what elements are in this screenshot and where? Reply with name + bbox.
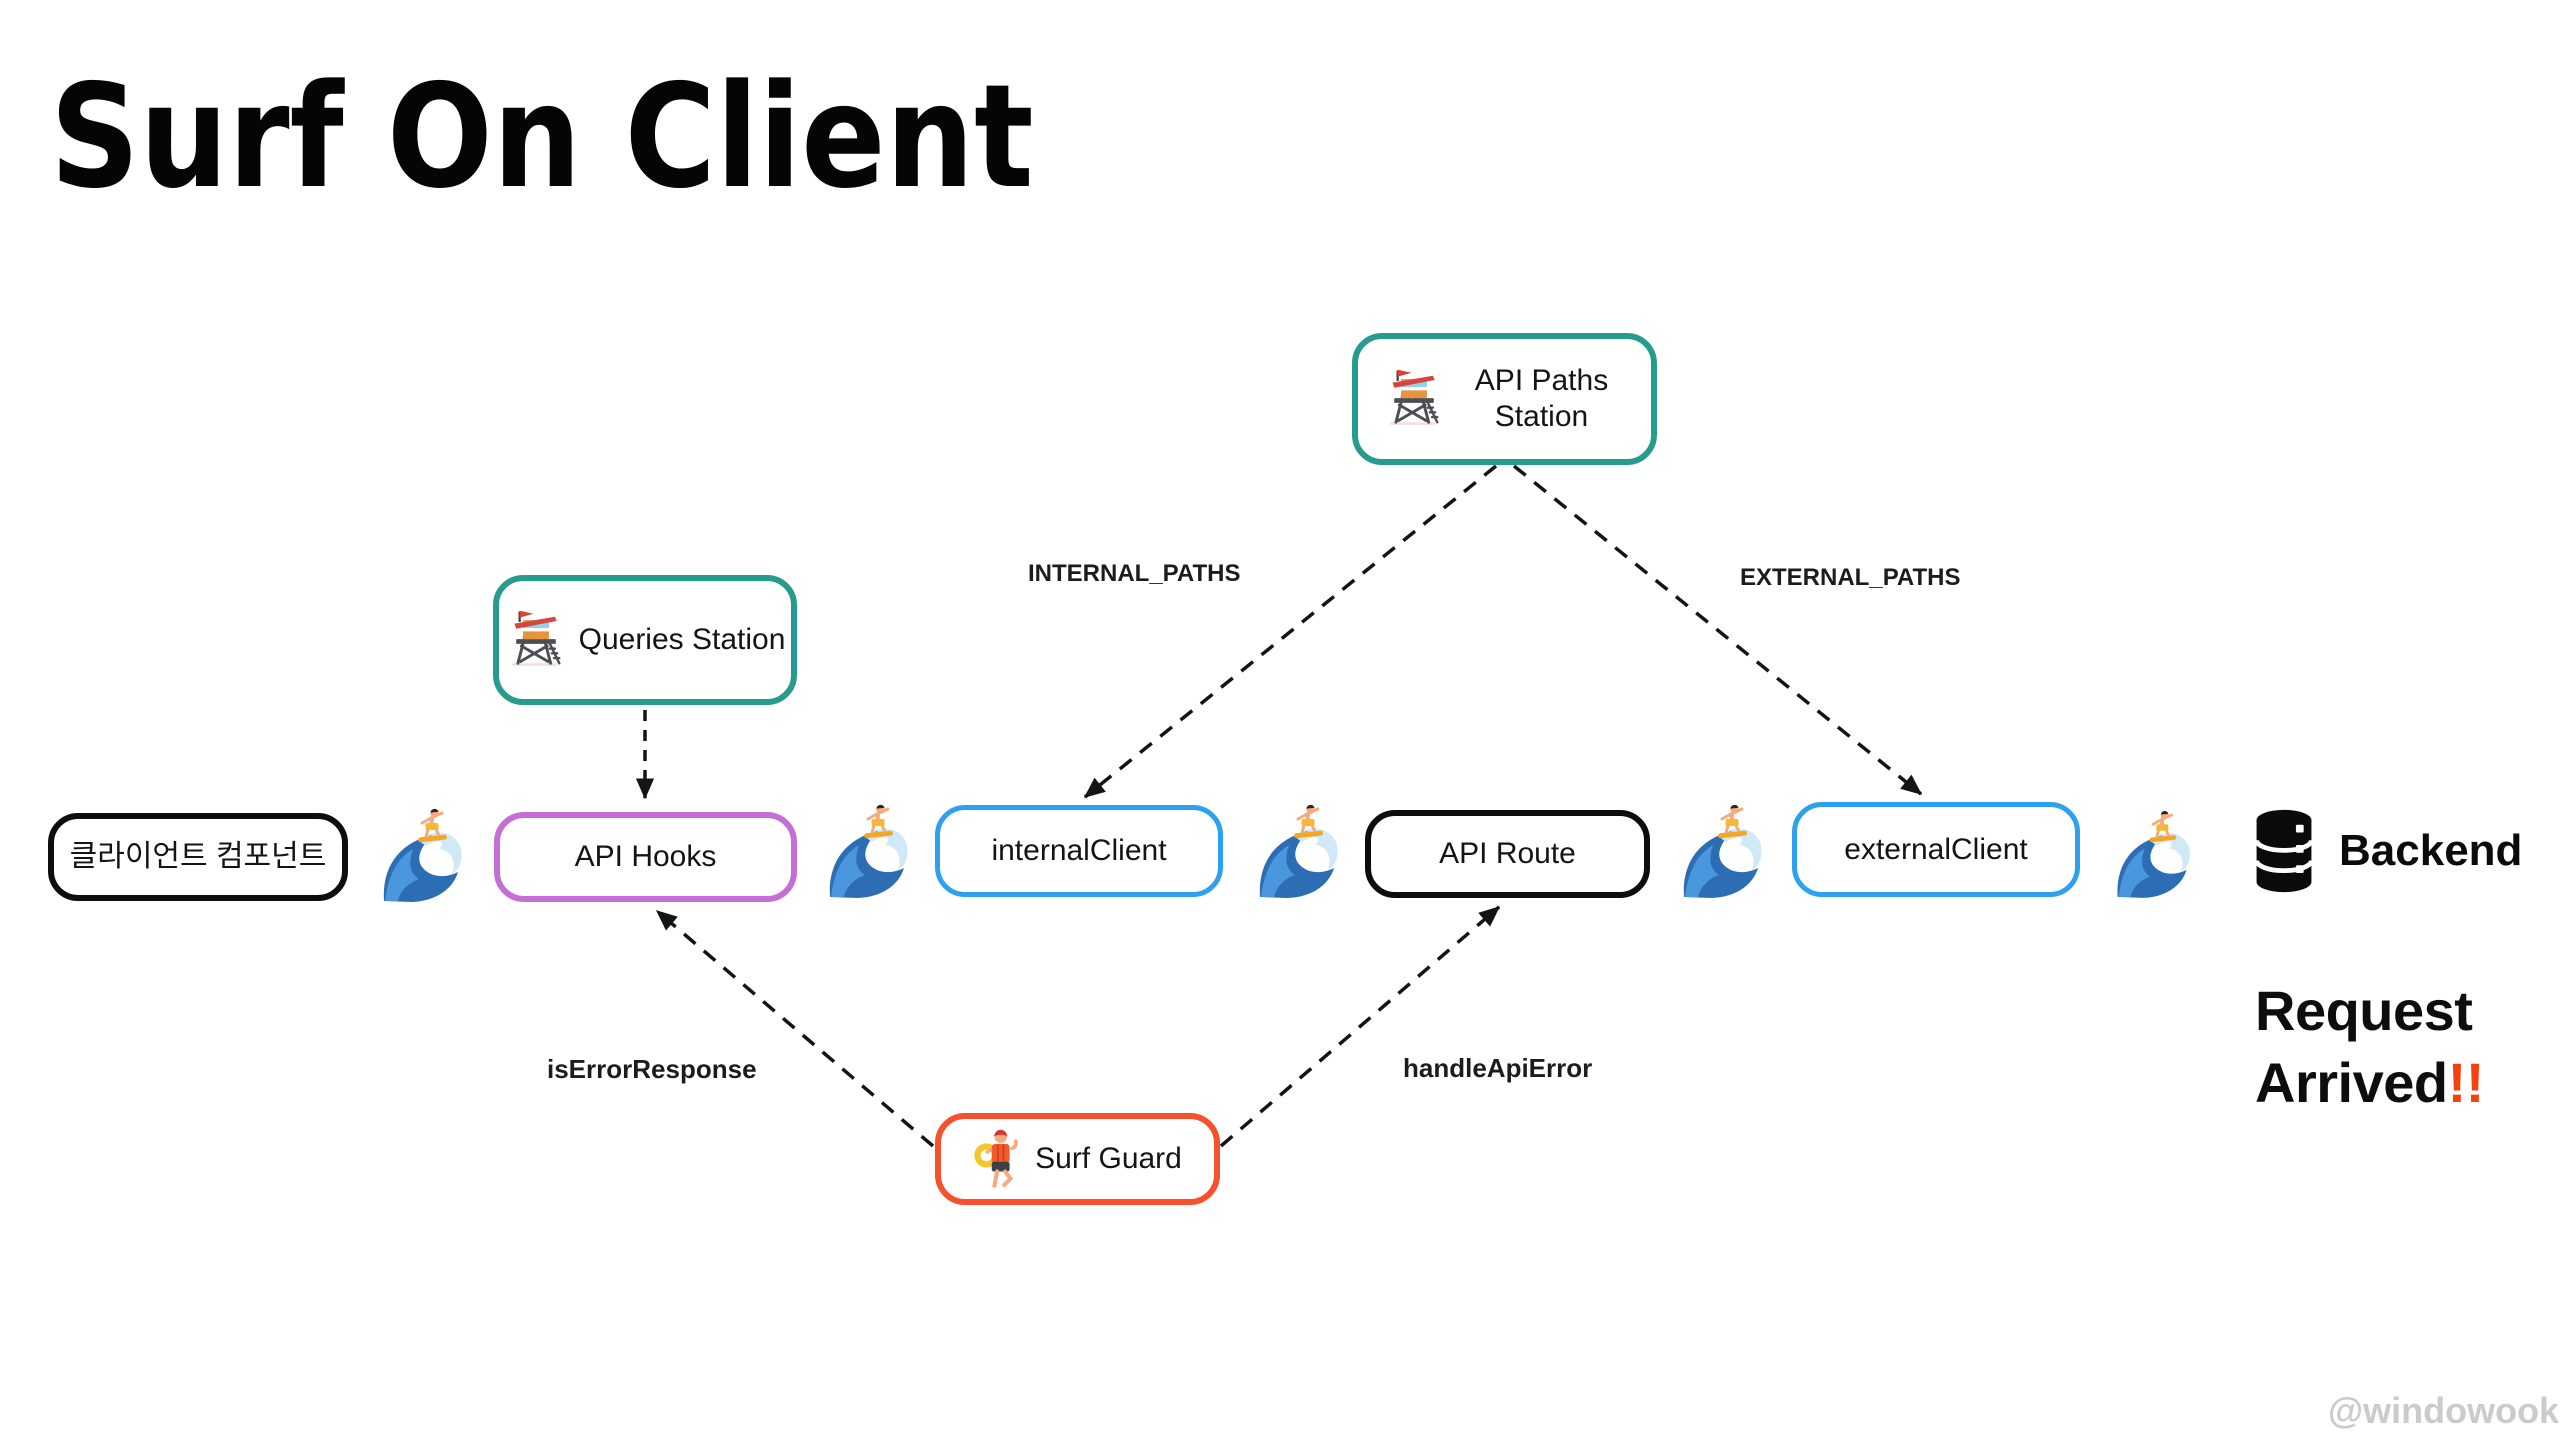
node-label: Surf Guard [1035, 1142, 1182, 1175]
node-surf-guard: Surf Guard [935, 1113, 1220, 1205]
node-client-component: 클라이언트 컴포넌트 [48, 813, 348, 901]
request-arrived-line2: Arrived [2255, 1051, 2448, 1114]
node-label: 클라이언트 컴포넌트 [69, 840, 327, 873]
node-label: API Hooks [574, 840, 717, 873]
lifeguard-tower-icon [1383, 368, 1445, 430]
node-label: Queries Station [578, 623, 786, 656]
surfer-wave-icon [378, 808, 466, 904]
lifeguard-tower-icon [505, 609, 567, 671]
edge-is-error-response [655, 909, 935, 1148]
edge-label-internal-paths: INTERNAL_PATHS [1028, 560, 1241, 587]
node-label: API Route [1439, 837, 1576, 870]
request-arrived-line1: Request [2255, 979, 2473, 1042]
node-queries-station: Queries Station [493, 575, 797, 705]
edge-label-external-paths: EXTERNAL_PATHS [1740, 564, 1961, 591]
backend-label: Backend [2339, 826, 2523, 875]
edge-external-paths [1512, 464, 1923, 796]
surfer-wave-icon [824, 804, 912, 900]
watermark: @windowook [2328, 1390, 2560, 1431]
node-external-client: externalClient [1792, 802, 2080, 897]
surfer-wave-icon [1678, 804, 1766, 900]
edge-label-handle-api-error: handleApiError [1403, 1053, 1593, 1083]
request-arrived-callout: Request Arrived!! [2255, 975, 2484, 1119]
page-title: Surf On Client [50, 53, 1034, 220]
edge-label-is-error-response: isErrorResponse [547, 1054, 757, 1084]
database-icon [2253, 806, 2315, 896]
node-api-paths-station: API Paths Station [1352, 333, 1657, 465]
lifeguard-icon [973, 1126, 1023, 1192]
node-api-route: API Route [1365, 810, 1650, 898]
surfer-wave-icon [2112, 810, 2194, 900]
node-label: internalClient [991, 834, 1167, 867]
edge-internal-paths [1083, 464, 1498, 799]
request-arrived-emphasis: !! [2447, 1051, 2485, 1114]
node-label: externalClient [1844, 832, 2028, 866]
backend-node: Backend [2253, 806, 2522, 896]
edge-handle-api-error [1219, 905, 1501, 1148]
node-api-hooks: API Hooks [494, 812, 797, 902]
node-internal-client: internalClient [935, 805, 1223, 897]
surfer-wave-icon [1254, 804, 1342, 900]
node-label: API Paths Station [1474, 364, 1609, 433]
